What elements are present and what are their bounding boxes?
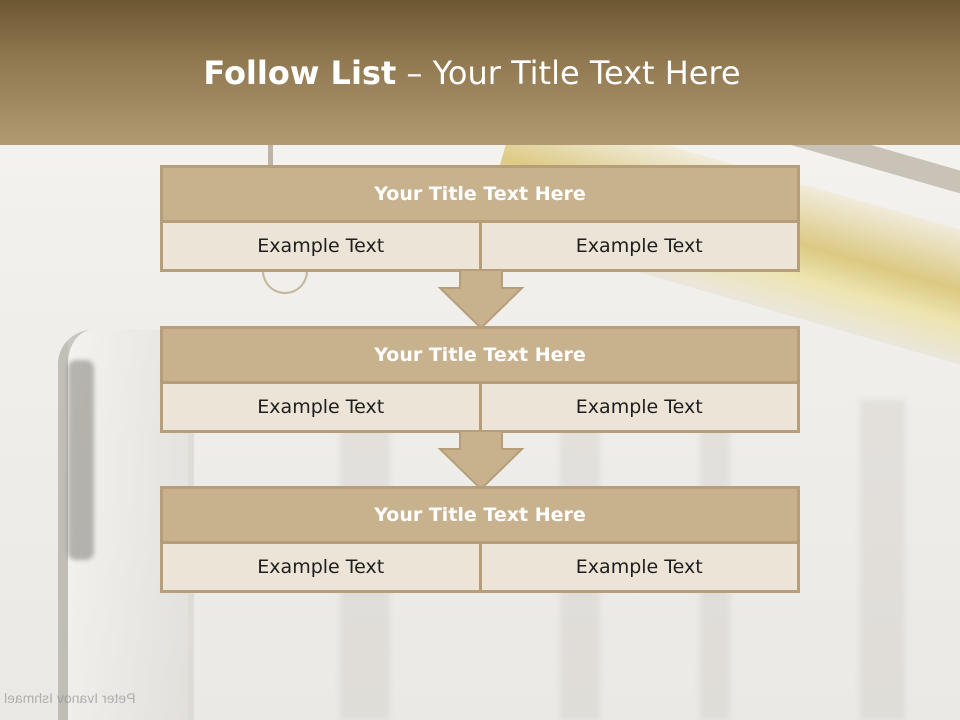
follow-box-1-left: Example Text — [163, 223, 482, 269]
background-glass-4 — [860, 400, 905, 720]
follow-box-3-row: Example Text Example Text — [163, 544, 797, 590]
follow-box-3: Your Title Text Here Example Text Exampl… — [160, 486, 800, 593]
follow-box-1: Your Title Text Here Example Text Exampl… — [160, 165, 800, 272]
follow-box-3-title: Your Title Text Here — [163, 489, 797, 544]
follow-box-2-title: Your Title Text Here — [163, 329, 797, 384]
follow-box-2-right: Example Text — [481, 384, 797, 430]
follow-box-2-row: Example Text Example Text — [163, 384, 797, 430]
follow-box-1-title: Your Title Text Here — [163, 168, 797, 223]
photo-watermark: Peter Ivanov Ishmael — [4, 690, 136, 706]
background-pipette — [268, 145, 273, 165]
background-drop — [262, 270, 308, 294]
slide-title: Follow List – Your Title Text Here — [0, 54, 944, 92]
follow-box-1-row: Example Text Example Text — [163, 223, 797, 269]
slide-title-bold: Follow List — [203, 54, 397, 92]
follow-box-3-left: Example Text — [163, 544, 482, 590]
follow-box-2-left: Example Text — [163, 384, 482, 430]
slide-title-rest: – Your Title Text Here — [396, 54, 741, 92]
down-arrow-icon — [437, 431, 525, 491]
title-bar: Follow List – Your Title Text Here — [0, 0, 960, 145]
follow-box-2: Your Title Text Here Example Text Exampl… — [160, 326, 800, 433]
watermark-text: Peter Ivanov Ishmael — [4, 690, 136, 706]
follow-box-1-right: Example Text — [481, 223, 797, 269]
down-arrow-icon — [437, 270, 525, 330]
follow-box-3-right: Example Text — [481, 544, 797, 590]
background-beaker-shadow — [68, 360, 94, 560]
